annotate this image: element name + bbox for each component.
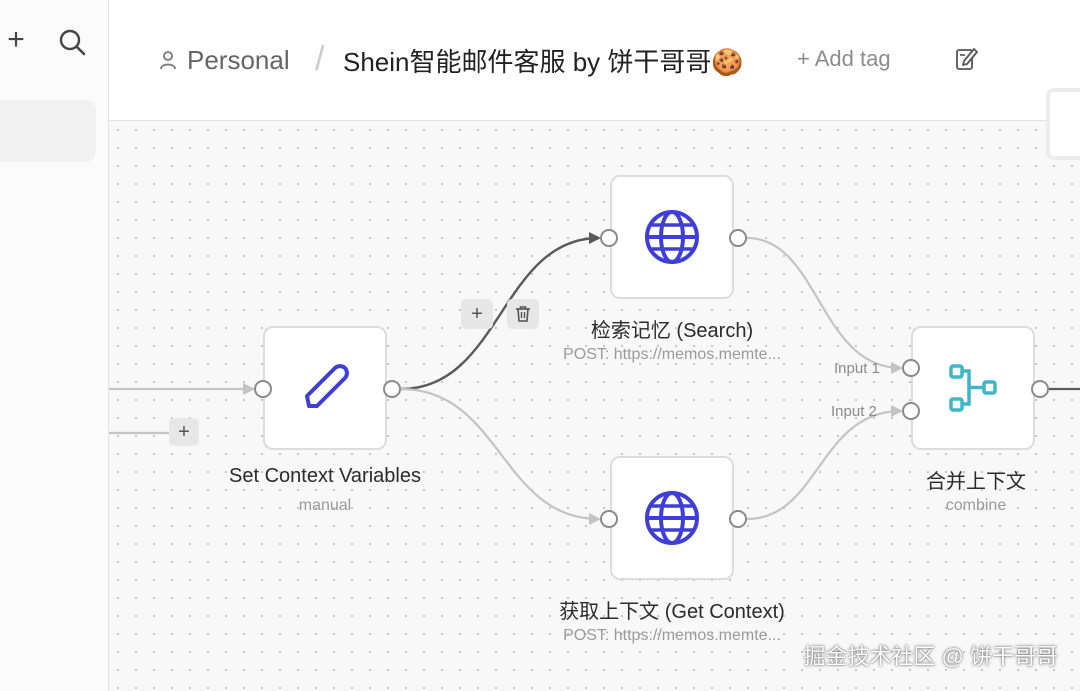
node-set-input-handle[interactable] <box>254 380 272 398</box>
plus-icon[interactable]: + <box>7 23 25 56</box>
node-subtitle: combine <box>945 497 1007 514</box>
connection-add-button[interactable]: + <box>461 299 493 329</box>
plus-icon: + <box>178 420 190 443</box>
project-name: Personal <box>187 44 290 75</box>
node-label: 获取上下文 (Get Context) <box>559 601 785 623</box>
connections-layer <box>109 232 1080 525</box>
workflow-canvas[interactable]: + + Set Context Variables manual 检索记忆 (S… <box>109 121 1080 691</box>
edge-set-get[interactable] <box>400 387 601 525</box>
pencil-icon <box>305 364 349 408</box>
merge-icon <box>949 364 997 412</box>
sidebar-item-selected[interactable] <box>0 100 96 162</box>
search-icon[interactable] <box>58 28 86 56</box>
add-node-button[interactable]: + <box>169 418 199 446</box>
node-get-output-handle[interactable] <box>729 510 747 528</box>
add-tag-button[interactable]: + Add tag <box>797 46 891 71</box>
node-set-context-variables[interactable] <box>263 326 387 450</box>
globe-icon <box>645 210 699 264</box>
breadcrumb-separator: / <box>315 40 325 78</box>
workflow-title[interactable]: Shein智能邮件客服 by 饼干哥哥🍪 <box>343 46 744 77</box>
user-icon <box>160 51 176 70</box>
plus-icon: + <box>471 302 483 325</box>
merge-input-label-2: Input 2 <box>831 403 877 420</box>
node-subtitle: POST: https://memos.memte... <box>563 346 781 363</box>
sidebar: + <box>0 0 109 691</box>
node-merge-input1-handle[interactable] <box>902 359 920 377</box>
trash-icon <box>516 306 530 322</box>
globe-icon <box>645 491 699 545</box>
node-label: 合并上下文 <box>926 471 1026 493</box>
node-label: Set Context Variables <box>229 465 421 487</box>
node-label: 检索记忆 (Search) <box>590 320 754 342</box>
edge-search-merge[interactable] <box>746 236 903 374</box>
node-subtitle: manual <box>298 497 352 514</box>
workflow-header: Personal / Shein智能邮件客服 by 饼干哥哥🍪 + Add ta… <box>109 0 1080 160</box>
edge-get-merge[interactable] <box>746 405 903 521</box>
node-search-input-handle[interactable] <box>600 229 618 247</box>
edit-icon[interactable] <box>954 46 978 72</box>
node-merge-output-handle[interactable] <box>1031 380 1049 398</box>
node-subtitle: POST: https://memos.memte... <box>563 627 781 644</box>
node-merge-context[interactable] <box>911 326 1035 450</box>
node-set-output-handle[interactable] <box>383 380 401 398</box>
breadcrumb-project[interactable]: Personal <box>159 40 290 80</box>
edge-set-search[interactable] <box>400 232 601 391</box>
connection-delete-button[interactable] <box>507 299 539 329</box>
node-get-input-handle[interactable] <box>600 510 618 528</box>
watermark: 掘金技术社区 @ 饼干哥哥 <box>803 644 1058 669</box>
node-search-memory[interactable] <box>610 175 734 299</box>
node-get-context[interactable] <box>610 456 734 580</box>
node-search-output-handle[interactable] <box>729 229 747 247</box>
panel-toggle[interactable] <box>1046 88 1080 160</box>
node-merge-input2-handle[interactable] <box>902 402 920 420</box>
merge-input-label-1: Input 1 <box>834 360 880 377</box>
